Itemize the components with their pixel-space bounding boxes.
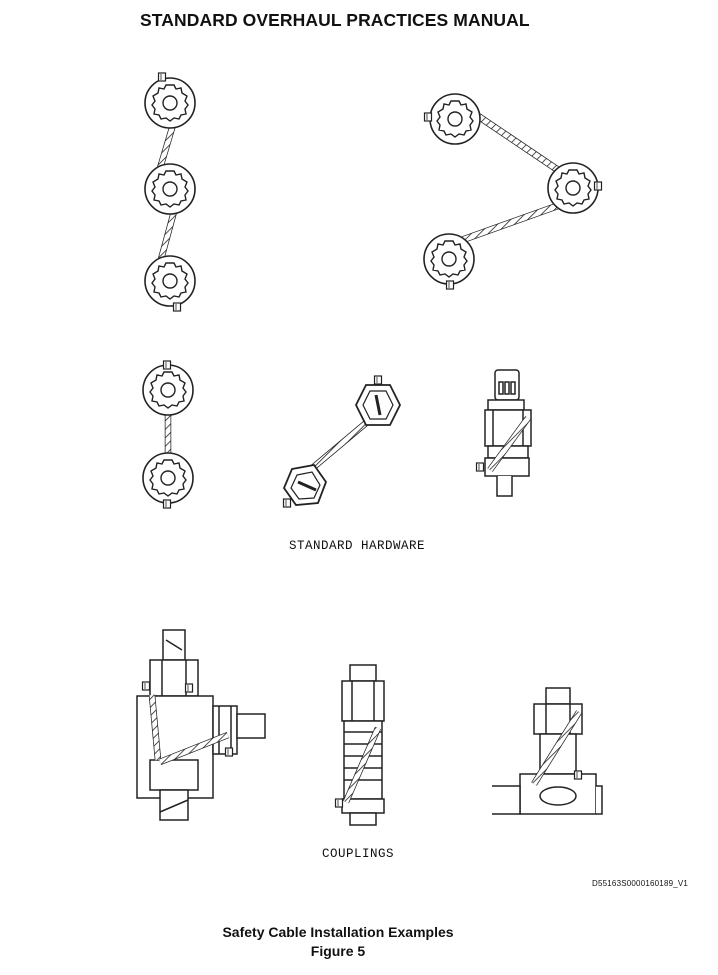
tee-coupling-example [136, 629, 266, 821]
caption-couplings: COUPLINGS [322, 847, 395, 861]
bulkhead-coupling-example [492, 687, 603, 815]
union-coupling-example [334, 664, 385, 826]
figure-number: Figure 5 [310, 943, 366, 959]
manual-title: STANDARD OVERHAUL PRACTICES MANUAL [140, 10, 530, 30]
fitting-nut-example [475, 369, 532, 497]
triple-bolt-triangle-example [423, 93, 603, 290]
double-bolt-example [142, 360, 194, 509]
drawing-id: D55163S0000160189_V1 [592, 879, 689, 888]
figure-title: Safety Cable Installation Examples [222, 924, 454, 940]
triple-bolt-vertical-example [144, 72, 196, 312]
caption-standard-hardware: STANDARD HARDWARE [289, 539, 426, 553]
hex-head-bolts-example [282, 375, 402, 508]
